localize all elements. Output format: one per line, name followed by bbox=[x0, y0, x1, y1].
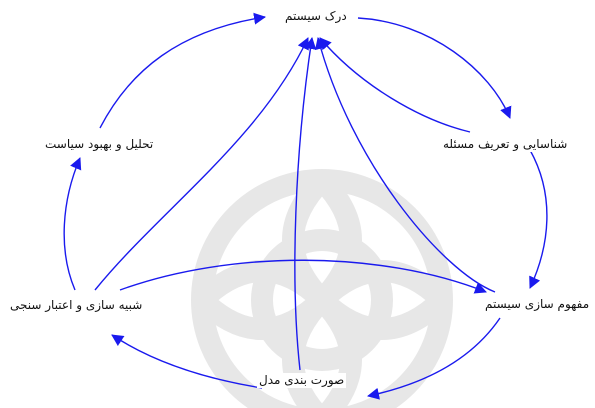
node-model-formulation: صورت بندی مدل bbox=[257, 373, 346, 388]
edge-policy-analysis-to-system-understanding bbox=[100, 17, 265, 128]
node-problem-definition: شناسایی و تعریف مسئله bbox=[441, 137, 569, 152]
edge-simulation-validation-to-policy-analysis bbox=[64, 158, 80, 290]
edge-problem-definition-to-system-conceptualization bbox=[530, 150, 547, 288]
node-policy-analysis: تحلیل و بهبود سیاست bbox=[43, 137, 155, 152]
edge-system-understanding-to-problem-definition bbox=[358, 18, 510, 118]
node-system-understanding: درک سیستم bbox=[283, 9, 349, 24]
node-system-conceptualization: مفهوم سازی سیستم bbox=[483, 297, 591, 312]
node-simulation-validation: شبیه سازی و اعتبار سنجی bbox=[8, 298, 144, 313]
edge-problem-definition-to-system-understanding bbox=[320, 38, 470, 132]
